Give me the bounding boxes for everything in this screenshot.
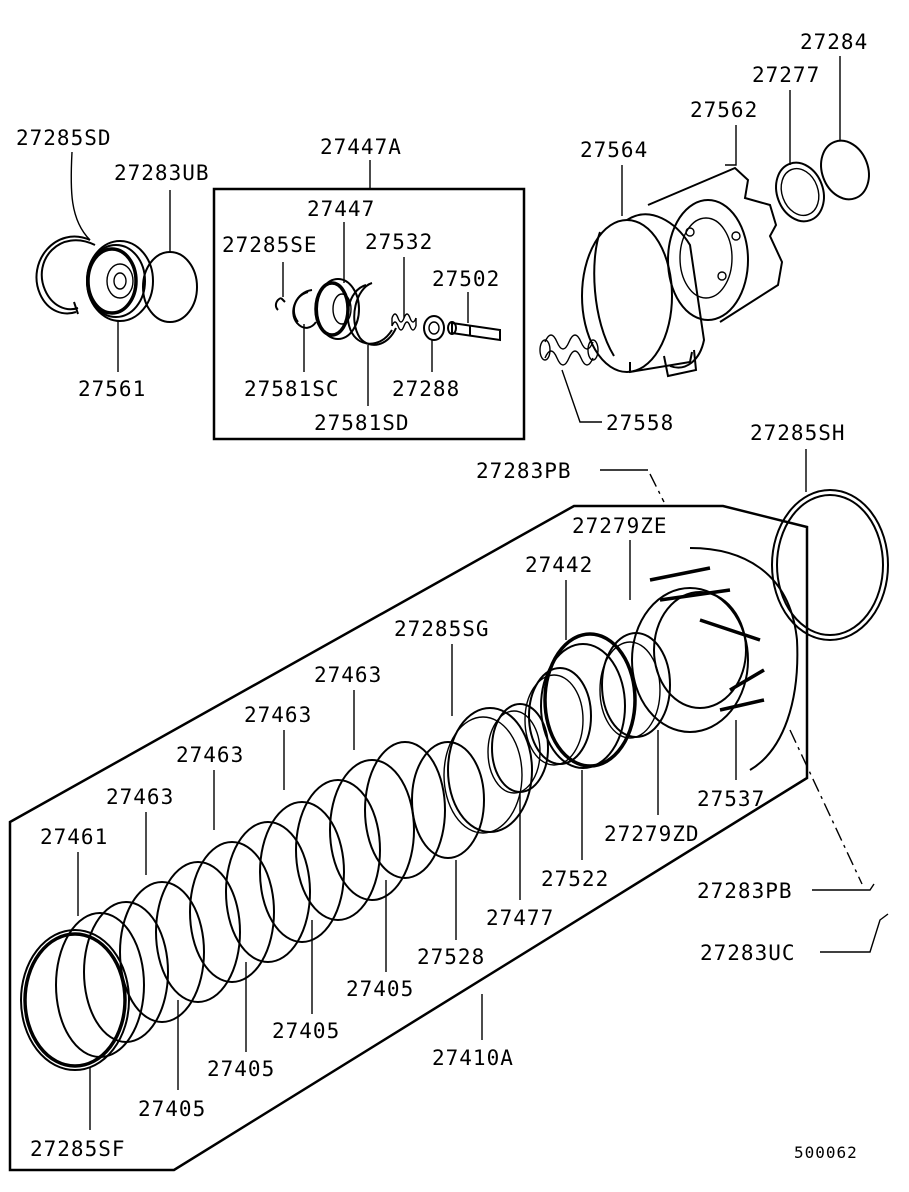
- label-27463-c: 27463: [176, 743, 244, 767]
- label-27562: 27562: [690, 98, 758, 122]
- label-27284: 27284: [800, 30, 868, 54]
- footer-code: 500062: [794, 1143, 858, 1162]
- piston-27447: [314, 278, 360, 340]
- label-27285SH: 27285SH: [750, 421, 846, 445]
- label-27463-d: 27463: [106, 785, 174, 809]
- plate-27279ZD: [599, 632, 671, 739]
- label-27463-a: 27463: [314, 663, 382, 687]
- label-27461: 27461: [40, 825, 108, 849]
- spring-27558: [539, 334, 599, 366]
- label-27558: 27558: [606, 411, 674, 435]
- label-27537: 27537: [697, 787, 765, 811]
- label-27447: 27447: [307, 197, 375, 221]
- label-27442: 27442: [525, 553, 593, 577]
- label-27285SG: 27285SG: [394, 617, 490, 641]
- ring-27284: [820, 139, 870, 201]
- label-27522: 27522: [541, 867, 609, 891]
- label-27285SF: 27285SF: [30, 1137, 126, 1161]
- band-27564: [581, 213, 706, 378]
- label-27285SD: 27285SD: [16, 126, 112, 150]
- label-27405-b: 27405: [272, 1019, 340, 1043]
- label-27502: 27502: [432, 267, 500, 291]
- ring-27277: [775, 161, 825, 223]
- label-27285SE: 27285SE: [222, 233, 318, 257]
- drum-27562: [647, 166, 784, 323]
- label-27581SC: 27581SC: [244, 377, 340, 401]
- retainer-27279ZE-drum-27537: [631, 547, 799, 771]
- label-27283UC: 27283UC: [700, 941, 796, 965]
- piston-27561: [86, 240, 154, 322]
- label-27532: 27532: [365, 230, 433, 254]
- label-27447A: 27447A: [320, 135, 402, 159]
- assembly-box-27410A: [8, 504, 809, 1172]
- ring-27581SD: [346, 282, 397, 346]
- ring-27522: [524, 667, 592, 766]
- label-27564: 27564: [580, 138, 648, 162]
- label-27581SD: 27581SD: [314, 411, 410, 435]
- label-27477: 27477: [486, 906, 554, 930]
- label-27410A: 27410A: [432, 1046, 514, 1070]
- label-27528: 27528: [417, 945, 485, 969]
- label-27279ZD: 27279ZD: [604, 822, 700, 846]
- ring-27285SG: [443, 707, 533, 834]
- label-27561: 27561: [78, 377, 146, 401]
- cover-27283UB: [142, 251, 198, 323]
- label-27279ZE: 27279ZE: [572, 514, 668, 538]
- ring-27581SC: [292, 289, 317, 329]
- plate-27528: [411, 741, 485, 859]
- label-27405-d: 27405: [138, 1097, 206, 1121]
- snap-ring-27285SH: [771, 489, 889, 641]
- label-27283UB: 27283UB: [114, 161, 210, 185]
- snap-ring-27285SD: [35, 235, 96, 315]
- piston-27442: [540, 632, 637, 769]
- washer-27288: [423, 315, 445, 341]
- leader-lines: [70, 56, 889, 1130]
- label-27463-b: 27463: [244, 703, 312, 727]
- label-27288: 27288: [392, 377, 460, 401]
- label-27283PB-bot: 27283PB: [697, 879, 793, 903]
- assembly-box-27447A: [212, 187, 526, 441]
- label-27277: 27277: [752, 63, 820, 87]
- clip-27285SE: [274, 297, 286, 311]
- label-27405-c: 27405: [207, 1057, 275, 1081]
- label-27405-a: 27405: [346, 977, 414, 1001]
- snap-ring-27285SF: [20, 929, 130, 1071]
- label-27283PB-top: 27283PB: [476, 459, 572, 483]
- pin-27502: [447, 321, 501, 342]
